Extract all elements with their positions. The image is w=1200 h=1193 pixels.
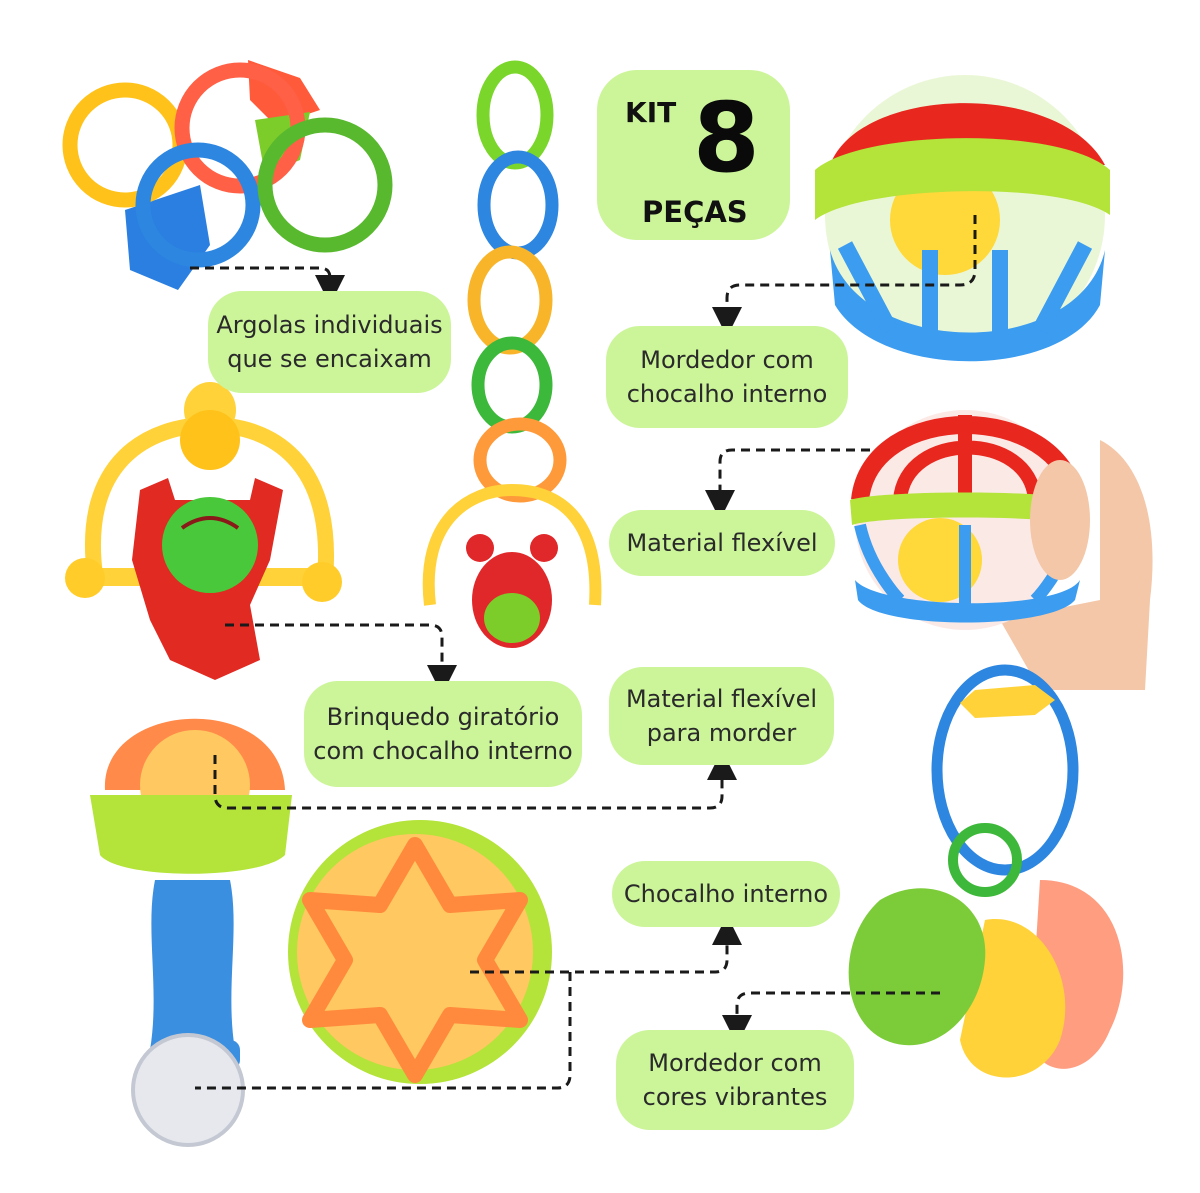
label-rings: Argolas individuais que se encaixam [208,291,451,393]
label-flexible-bite-line1: Material flexível [625,685,818,713]
cage-ball-image [850,410,1153,690]
label-rings-line1: Argolas individuais [216,311,443,339]
chain-toy-image [422,60,602,648]
label-flexible-bite: Material flexível para morder [609,667,834,765]
kit-badge: KIT 8 PEÇAS [597,70,790,240]
label-spinning-line2: com chocalho interno [313,737,573,765]
label-inner-rattle: Chocalho interno [612,861,840,927]
teether-keys-image [848,664,1124,1078]
label-rings-line2: que se encaixam [227,345,432,373]
kit-prefix: KIT [625,96,677,129]
rings-toy-image [62,60,393,290]
label-vibrant-teether-line1: Mordedor com [648,1049,822,1077]
kit-number: 8 [693,82,760,194]
label-spinning-line1: Brinquedo giratório [326,703,560,731]
star-ball-image [288,820,552,1084]
maraca-image [90,718,292,1147]
label-vibrant-teether-line2: cores vibrantes [642,1083,828,1111]
kit-suffix: PEÇAS [642,195,748,229]
callout-arrows [190,215,977,1090]
label-vibrant-teether: Mordedor com cores vibrantes [616,1030,854,1130]
spinning-toy-image [65,382,342,680]
label-inner-rattle-line1: Chocalho interno [623,880,829,908]
label-ball-teether-line1: Mordedor com [640,346,814,374]
label-flexible-bite-line2: para morder [646,719,797,747]
label-spinning: Brinquedo giratório com chocalho interno [304,681,582,787]
label-ball-teether-line2: chocalho interno [626,380,828,408]
ball-teether-image [815,75,1110,362]
label-flexible-line1: Material flexível [626,529,818,557]
label-ball-teether: Mordedor com chocalho interno [606,326,848,428]
label-flexible: Material flexível [609,510,835,576]
